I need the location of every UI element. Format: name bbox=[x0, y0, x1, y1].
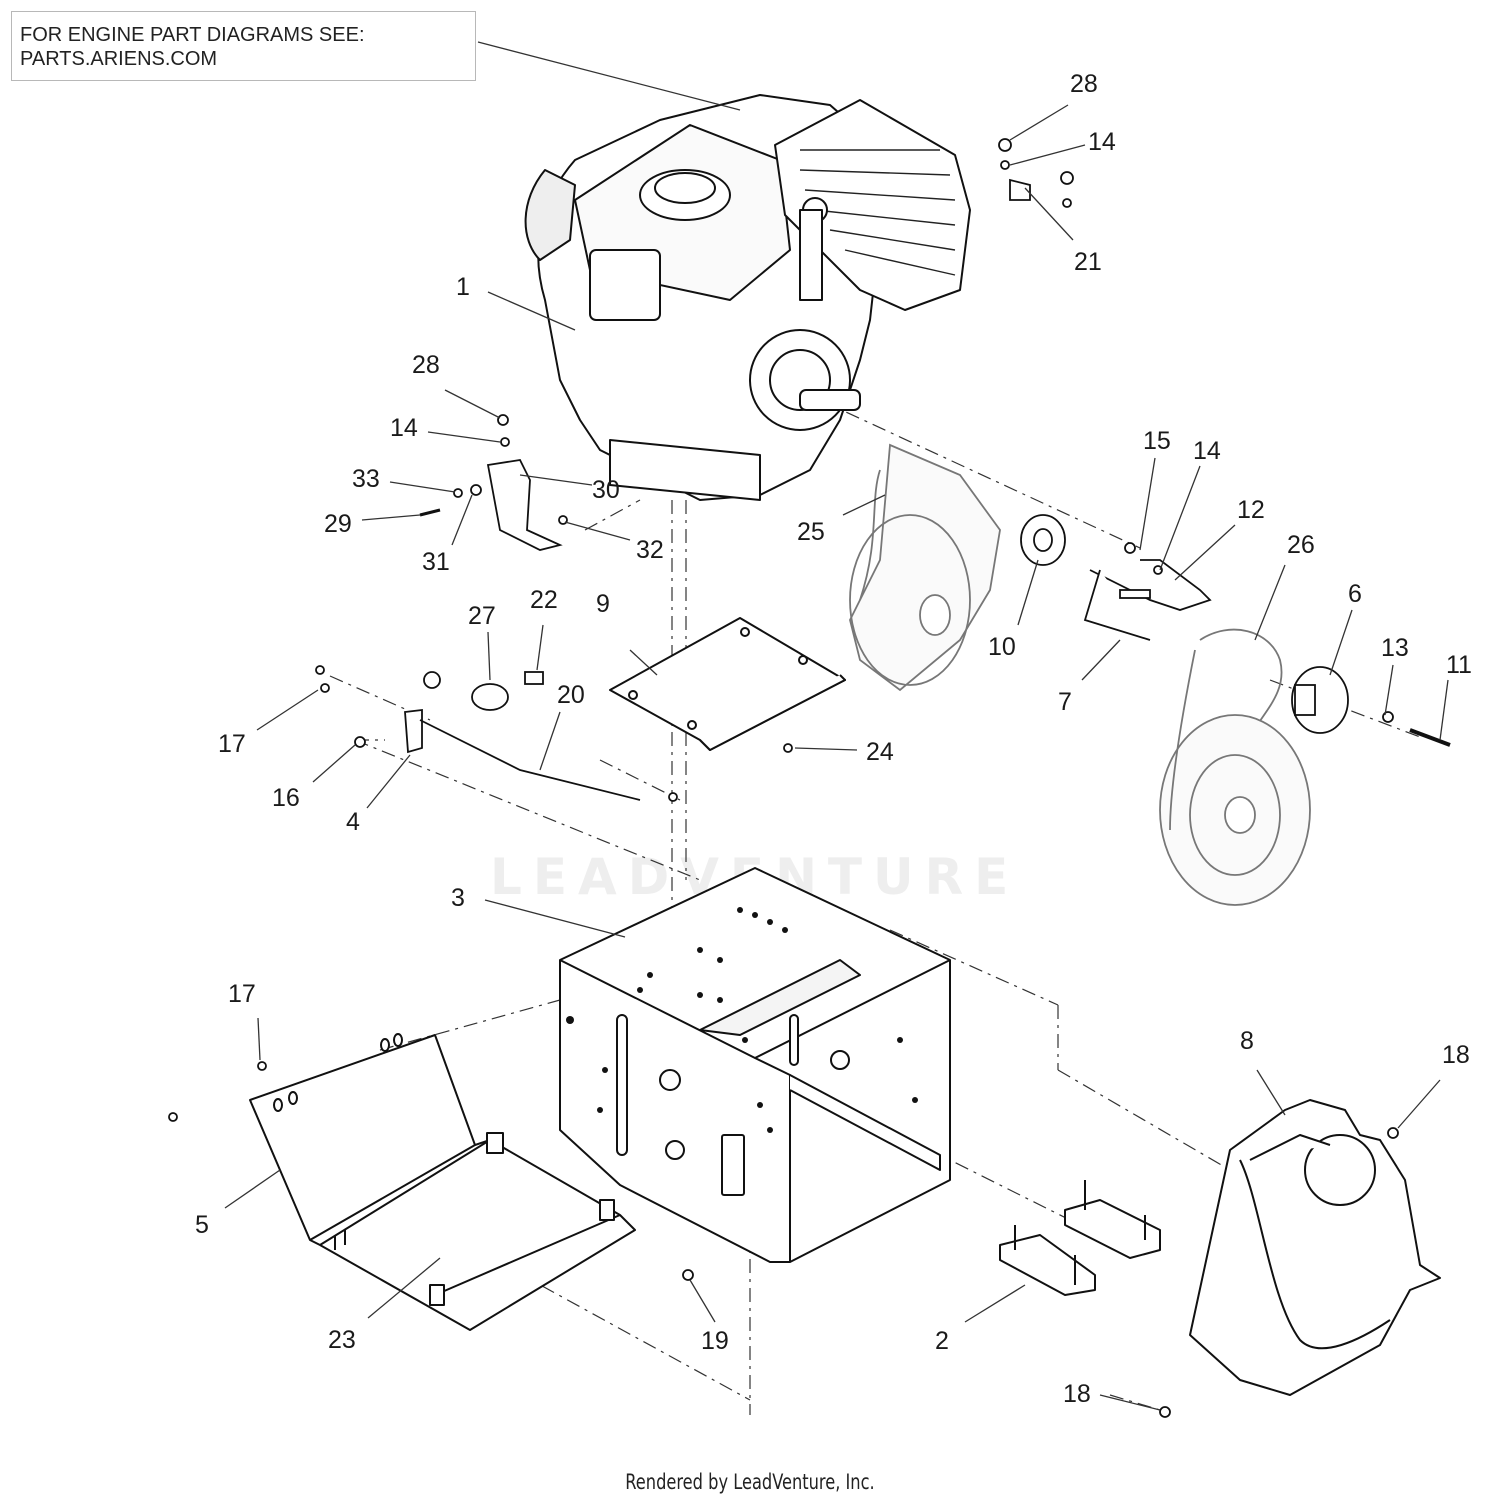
callout-18: 18 bbox=[1063, 1380, 1091, 1408]
callout-11: 11 bbox=[1446, 651, 1472, 679]
callout-22: 22 bbox=[530, 586, 558, 614]
drive-pulley-and-belt bbox=[849, 443, 1001, 692]
callout-23: 23 bbox=[328, 1326, 356, 1354]
pulley-6 bbox=[1291, 666, 1349, 734]
callout-33: 33 bbox=[352, 465, 380, 493]
bottom-pan bbox=[249, 1033, 636, 1331]
bearing-27 bbox=[471, 683, 509, 711]
note-line-2: PARTS.ARIENS.COM bbox=[20, 48, 218, 70]
bracket-4 bbox=[404, 708, 423, 754]
callout-14: 14 bbox=[390, 414, 418, 442]
callout-1: 1 bbox=[456, 273, 470, 301]
callout-14: 14 bbox=[1088, 128, 1116, 156]
callout-12: 12 bbox=[1237, 496, 1265, 524]
mounting-brackets bbox=[999, 1180, 1161, 1296]
bracket-30 bbox=[486, 459, 563, 551]
callout-27: 27 bbox=[468, 602, 496, 630]
callout-31: 31 bbox=[422, 548, 450, 576]
callout-19: 19 bbox=[701, 1327, 729, 1355]
callout-5: 5 bbox=[195, 1211, 209, 1239]
plate bbox=[609, 617, 846, 751]
callout-8: 8 bbox=[1240, 1027, 1254, 1055]
callout-labels: 28 14 21 1 28 14 33 30 29 31 32 25 15 14… bbox=[195, 70, 1472, 1408]
callout-10: 10 bbox=[988, 633, 1016, 661]
callout-20: 20 bbox=[557, 681, 585, 709]
callout-18: 18 bbox=[1442, 1041, 1470, 1069]
callout-28: 28 bbox=[1070, 70, 1098, 98]
leader-lines bbox=[224, 41, 1449, 1411]
belt-cover bbox=[1189, 1099, 1441, 1396]
small-hardware bbox=[168, 138, 1451, 1418]
callout-9: 9 bbox=[596, 590, 610, 618]
engine-assembly bbox=[524, 94, 971, 501]
callout-17: 17 bbox=[228, 980, 256, 1008]
footer-credit: Rendered by LeadVenture, Inc. bbox=[625, 1470, 875, 1494]
callout-21: 21 bbox=[1074, 248, 1102, 276]
callout-13: 13 bbox=[1381, 634, 1409, 662]
callout-7: 7 bbox=[1058, 688, 1072, 716]
auger-pulley-and-belt bbox=[1159, 628, 1311, 906]
callout-26: 26 bbox=[1287, 531, 1315, 559]
callout-32: 32 bbox=[636, 536, 664, 564]
callout-14: 14 bbox=[1193, 437, 1221, 465]
callout-15: 15 bbox=[1143, 427, 1171, 455]
callout-3: 3 bbox=[451, 884, 465, 912]
callout-17: 17 bbox=[218, 730, 246, 758]
frame-chassis bbox=[559, 867, 951, 1263]
callout-29: 29 bbox=[324, 510, 352, 538]
callout-28: 28 bbox=[412, 351, 440, 379]
engine-diagram-note: FOR ENGINE PART DIAGRAMS SEE: PARTS.ARIE… bbox=[11, 11, 476, 81]
callout-6: 6 bbox=[1348, 580, 1362, 608]
callout-16: 16 bbox=[272, 784, 300, 812]
callout-24: 24 bbox=[866, 738, 894, 766]
callout-25: 25 bbox=[797, 518, 825, 546]
callout-30: 30 bbox=[592, 476, 620, 504]
callout-4: 4 bbox=[346, 808, 360, 836]
callout-2: 2 bbox=[935, 1327, 949, 1355]
cable-20 bbox=[419, 719, 641, 801]
note-line-1: FOR ENGINE PART DIAGRAMS SEE: bbox=[20, 24, 365, 46]
